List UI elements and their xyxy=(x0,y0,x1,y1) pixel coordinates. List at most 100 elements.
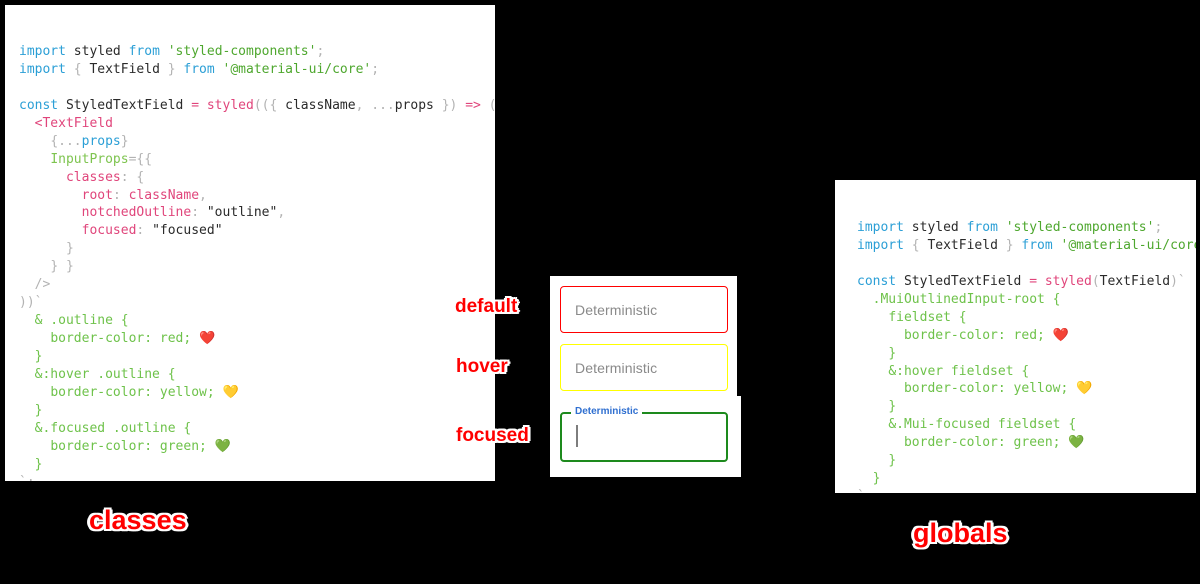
code-line: border-color: yellow; 💛 xyxy=(857,380,1196,398)
code-token xyxy=(857,435,904,450)
code-token xyxy=(19,331,50,346)
code-token xyxy=(19,188,82,203)
code-token xyxy=(896,274,904,289)
code-token: ; xyxy=(1154,220,1163,235)
code-token xyxy=(857,453,888,468)
code-token: props xyxy=(394,97,434,113)
code-token xyxy=(19,116,35,131)
code-token xyxy=(19,277,35,292)
code-line: } xyxy=(19,348,495,366)
code-line: import styled from 'styled-components'; xyxy=(857,219,1196,237)
code-token: from xyxy=(183,61,215,77)
code-token: = xyxy=(191,97,200,113)
code-token: styled xyxy=(206,97,254,113)
code-token: fieldset { xyxy=(888,309,967,325)
code-token: ; xyxy=(371,61,380,77)
textfield-hover[interactable]: Deterministic xyxy=(560,344,728,391)
code-token: , xyxy=(277,205,286,221)
globals-code-lines: import styled from 'styled-components';i… xyxy=(857,219,1196,493)
code-token: } } xyxy=(50,259,74,275)
code-token xyxy=(857,328,904,343)
code-token: & .outline { xyxy=(34,313,129,329)
code-token xyxy=(904,220,912,235)
code-token xyxy=(277,98,285,113)
textfield-default[interactable]: Deterministic xyxy=(560,286,728,333)
code-token: = xyxy=(128,151,137,167)
code-token: )` xyxy=(1170,273,1186,289)
code-token: }) xyxy=(441,97,458,113)
code-token xyxy=(121,188,129,203)
code-token xyxy=(19,457,35,472)
code-token: const xyxy=(857,273,897,289)
code-token: border-color: red; ❤️ xyxy=(50,331,216,346)
code-line: &.focused .outline { xyxy=(19,420,495,438)
code-token xyxy=(19,241,66,256)
code-token xyxy=(19,367,35,382)
code-token xyxy=(904,238,912,253)
code-token xyxy=(857,346,888,361)
code-token: from xyxy=(128,44,160,59)
text-caret xyxy=(576,425,578,447)
code-token xyxy=(457,98,465,113)
annotation-hover: hover xyxy=(456,356,508,377)
code-line: border-color: green; 💚 xyxy=(857,434,1196,452)
code-token xyxy=(857,399,888,414)
caption-classes: classes xyxy=(89,505,187,535)
code-token: (( xyxy=(253,97,270,113)
code-token: from xyxy=(966,220,998,235)
code-token: `; xyxy=(857,489,873,493)
code-token: } xyxy=(65,241,74,257)
textfield-focused[interactable]: Deterministic xyxy=(560,406,728,462)
code-token: } xyxy=(872,471,881,487)
code-line: } xyxy=(857,345,1196,363)
code-line: classes: { xyxy=(19,169,495,187)
code-line: .MuiOutlinedInput-root { xyxy=(857,291,1196,309)
code-token xyxy=(19,259,50,274)
code-token: {{ xyxy=(136,151,153,167)
code-token: className xyxy=(128,187,200,203)
code-token: } xyxy=(120,133,129,149)
code-token xyxy=(19,134,50,149)
code-token xyxy=(1053,238,1061,253)
code-token: &.focused .outline { xyxy=(34,420,192,436)
code-token: 'styled-components' xyxy=(1005,220,1155,235)
code-line: root: className, xyxy=(19,187,495,205)
code-token xyxy=(481,98,489,113)
code-line: `; xyxy=(857,488,1196,493)
code-token: ... xyxy=(58,133,82,149)
code-line xyxy=(19,79,495,97)
code-token xyxy=(58,98,66,113)
code-token: => xyxy=(465,97,481,113)
code-token: { xyxy=(911,237,920,253)
code-token: &.Mui-focused fieldset { xyxy=(888,417,1077,433)
code-line: &:hover .outline { xyxy=(19,366,495,384)
code-line: } xyxy=(857,470,1196,488)
code-token: } xyxy=(34,402,43,418)
code-token xyxy=(19,313,35,328)
code-line: } xyxy=(19,402,495,420)
code-line: {...props} xyxy=(19,133,495,151)
code-token: border-color: red; ❤️ xyxy=(903,327,1069,343)
code-token xyxy=(19,403,35,418)
code-token: ))` xyxy=(19,295,43,311)
code-token: { xyxy=(73,61,82,77)
code-token xyxy=(144,223,152,238)
code-line: ))` xyxy=(19,294,495,312)
code-line: import styled from 'styled-components'; xyxy=(19,43,495,61)
code-token: } xyxy=(888,345,897,361)
code-token: "outline" xyxy=(206,205,278,221)
code-token xyxy=(19,223,82,238)
code-token: className xyxy=(285,97,356,113)
code-token: { xyxy=(136,169,145,185)
code-token: .MuiOutlinedInput-root { xyxy=(872,291,1061,307)
code-line: } } xyxy=(19,258,495,276)
code-token: } xyxy=(167,61,176,77)
code-token: , xyxy=(355,97,364,113)
code-token: from xyxy=(1021,237,1053,253)
code-token: = xyxy=(1029,273,1038,289)
code-token: import xyxy=(19,44,66,59)
code-line: border-color: yellow; 💛 xyxy=(19,384,495,402)
code-token: StyledTextField xyxy=(903,273,1022,289)
code-token xyxy=(998,238,1006,253)
code-token: styled xyxy=(73,44,121,59)
